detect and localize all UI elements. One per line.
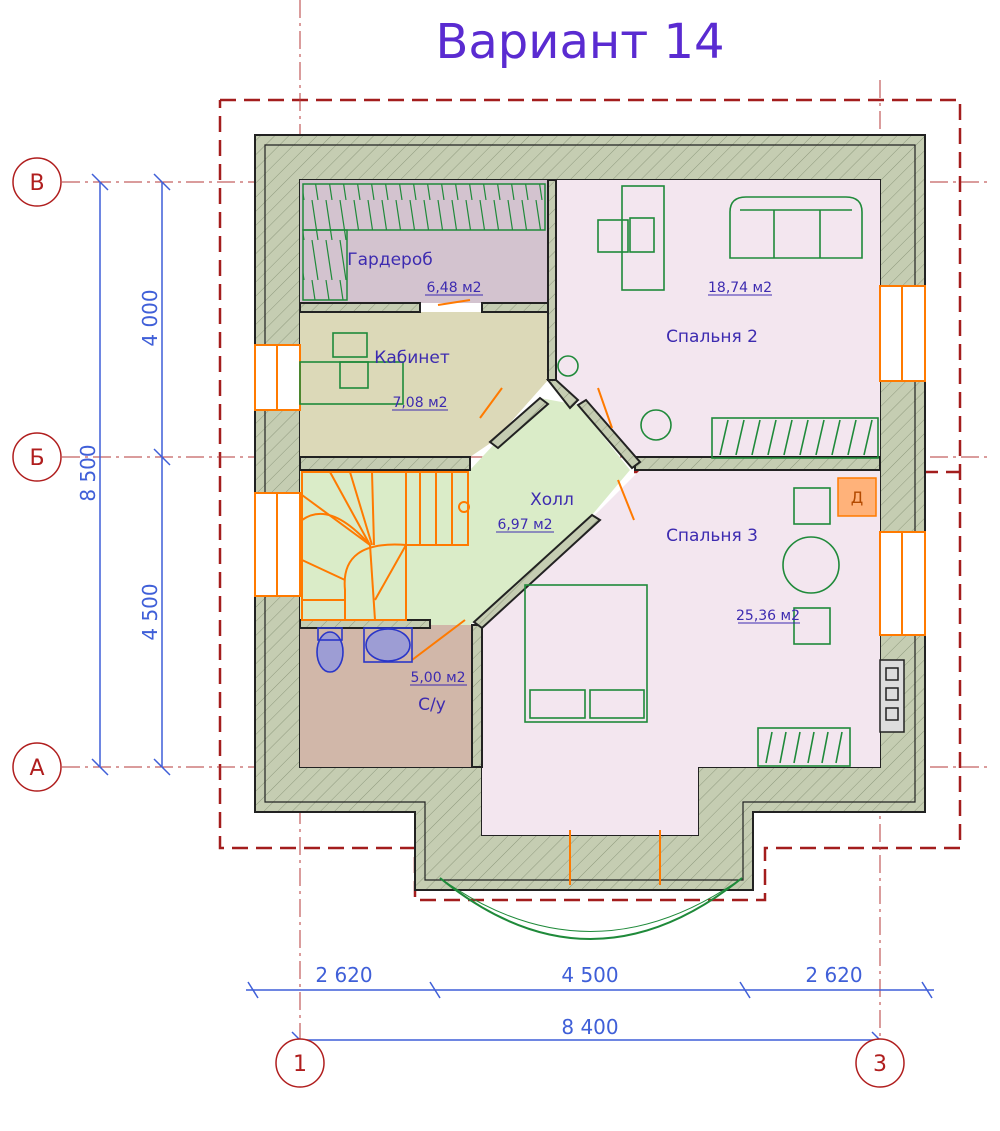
wc-area: 5,00 м2 (410, 670, 465, 686)
desk-bedroom2 (621, 185, 665, 291)
inner-walls (299, 179, 881, 768)
dim-bottom-total: 8 400 (561, 1015, 618, 1039)
dim-left-upper: 4 000 (138, 289, 162, 346)
sofa-bedroom2 (729, 196, 863, 259)
axis-markers (12, 157, 905, 1088)
wardrobe-name: Гардероб (347, 250, 432, 270)
dim-left-lower: 4 500 (138, 583, 162, 640)
bedroom3-area: 25,36 м2 (736, 608, 800, 624)
plan-title: Вариант 14 (435, 14, 724, 70)
toilet-icon (316, 631, 344, 673)
bedroom2-room (556, 180, 880, 457)
study-room (300, 312, 548, 457)
sink-icon (365, 628, 411, 662)
hall-area: 6,97 м2 (497, 517, 552, 533)
armchair-bedroom3 (793, 487, 831, 525)
study-area: 7,08 м2 (392, 395, 447, 411)
bedroom2-name: Спальня 2 (666, 327, 758, 347)
hall-name: Холл (530, 490, 574, 510)
bedroom3-name: Спальня 3 (666, 526, 758, 546)
wardrobe-shelves (302, 183, 546, 301)
dim-bottom-2: 4 500 (561, 963, 618, 987)
stove-icon (879, 659, 905, 733)
furniture (299, 185, 879, 767)
entrance-bay (482, 767, 698, 835)
bed-bedroom3 (524, 584, 648, 723)
closet-mark: Д (851, 488, 864, 507)
entrance-arc (439, 877, 743, 940)
axis-row-a: А (29, 756, 44, 781)
study-name: Кабинет (374, 348, 450, 368)
dresser-bedroom3 (757, 727, 851, 767)
wardrobe-area: 6,48 м2 (426, 280, 481, 296)
area-underlines (392, 294, 800, 686)
axis-row-b: Б (29, 446, 44, 471)
bedroom3-room (482, 470, 880, 767)
bedroom2-area: 18,74 м2 (708, 280, 772, 296)
cabinet-bedroom2 (711, 417, 879, 459)
left-dimensions (91, 173, 171, 776)
axis-col-1: 1 (293, 1052, 307, 1077)
plant-icon (640, 409, 672, 441)
room-fills (300, 180, 880, 835)
closet-box (837, 477, 877, 517)
dim-left-total: 8 500 (76, 444, 100, 501)
table-bedroom3 (782, 536, 840, 594)
door-marks (411, 299, 661, 885)
chair-bedroom2 (597, 219, 629, 253)
axis-row-v: В (29, 171, 44, 196)
dim-bottom-1: 2 620 (315, 963, 372, 987)
windows (254, 285, 926, 636)
staircase (301, 471, 470, 621)
dim-bottom-3: 2 620 (805, 963, 862, 987)
axis-col-3: 3 (873, 1052, 887, 1077)
wc-name: С/у (418, 695, 446, 715)
monitor-bedroom2 (629, 217, 655, 253)
